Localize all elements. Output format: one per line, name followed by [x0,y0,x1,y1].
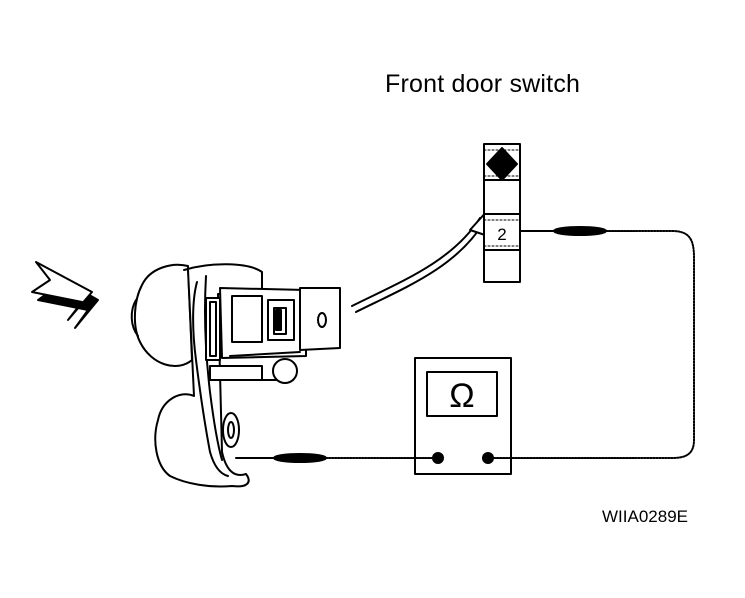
ohm-icon: Ω [449,377,474,415]
figure-code: WIIA0289E [602,507,688,526]
pointer-arrow-icon [351,209,489,313]
diamond-icon [486,147,518,181]
test-lead-bottom [235,453,439,463]
connector-block [483,143,521,283]
diagram-title: Front door switch [385,70,581,98]
test-lead-top [487,226,695,459]
door-switch-body [130,263,341,488]
terminal-label: 2 [497,225,506,244]
press-arrow-icon [31,261,99,329]
ohmmeter [414,357,512,475]
